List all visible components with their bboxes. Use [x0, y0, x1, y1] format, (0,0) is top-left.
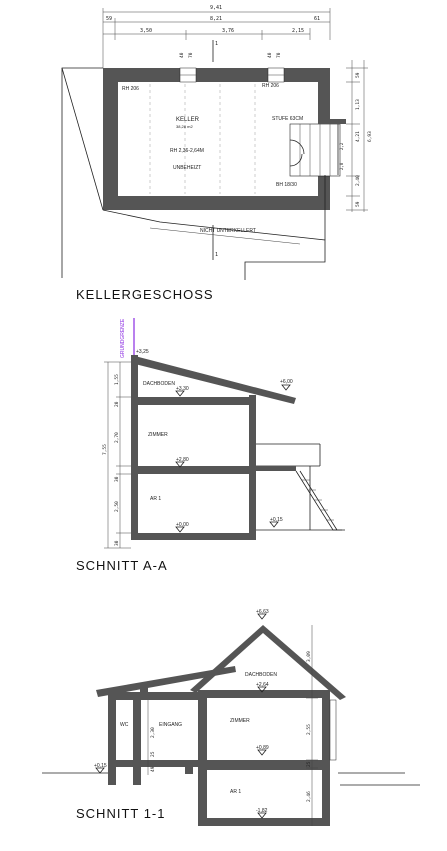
- kellergeschoss-plan: 9,41 59 8,21 61 3,50 3,76 2,15 40 70 40 …: [61, 5, 373, 302]
- dim-11-6: 2,46: [306, 791, 312, 802]
- dim-aa-total: 7,55: [102, 444, 108, 455]
- stair-dim-1: 2,2: [339, 142, 344, 150]
- room-name-keller: KELLER: [176, 117, 200, 123]
- room-height: RH 2,36-2,64M: [170, 148, 204, 154]
- stair-dim-2: 2,8: [339, 162, 344, 170]
- room-heated-note: UNBEHEIZT: [173, 165, 201, 171]
- dim-11-3: 49: [150, 766, 156, 772]
- level-aa-2: +3,30: [176, 386, 189, 392]
- level-aa-6: +0,15: [270, 517, 283, 523]
- dim-11-1: 2,30: [150, 727, 156, 738]
- stair-label: STUFE 63CM: [272, 116, 303, 122]
- dim-11-5: 25: [306, 761, 312, 767]
- level-aa-1: +3,25: [136, 349, 149, 355]
- dim-aa-5: 2,50: [114, 501, 120, 512]
- rh-right-label: RH 206: [262, 83, 279, 89]
- level-aa-3: +6,00: [280, 379, 293, 385]
- room-area: 38,28 m2: [176, 124, 193, 129]
- title-schnitt-11: SCHNITT 1-1: [76, 806, 166, 821]
- section-mark-top: 1: [215, 41, 218, 47]
- dim-right-3: 4,21: [355, 131, 361, 142]
- dim-right-2: 1,13: [355, 99, 361, 110]
- dim-aa-4: 30: [114, 476, 120, 482]
- window-dim-3: 40: [267, 52, 273, 58]
- window-dim-4: 70: [276, 52, 282, 58]
- dim-11-2: 25: [150, 751, 156, 757]
- dim-right-wall: 61: [314, 16, 320, 22]
- room-11-zimmer: ZIMMER: [230, 718, 250, 724]
- dim-left-wall: 59: [106, 16, 112, 22]
- bh-label: BH 18/30: [276, 182, 297, 188]
- room-aa-ar1: AR 1: [150, 496, 161, 502]
- boundary-label: GRUNDGRENZE: [120, 318, 126, 358]
- window-dim-2: 70: [188, 52, 194, 58]
- dim-inner-width: 8,21: [210, 16, 222, 22]
- dim-right-4: 2,40: [355, 175, 361, 186]
- room-11-ar1: AR 1: [230, 789, 241, 795]
- not-basement-label: NICHT UNTERKELLERT: [200, 228, 256, 234]
- title-schnitt-aa: SCHNITT A-A: [76, 558, 168, 573]
- dim-segment-3: 2,15: [292, 28, 304, 34]
- dim-aa-3: 2,70: [114, 432, 120, 443]
- dim-right-5: 59: [355, 201, 361, 207]
- level-11-1: +6,63: [256, 609, 269, 615]
- window-dim-1: 40: [179, 52, 185, 58]
- level-aa-4: +2,80: [176, 457, 189, 463]
- rh-left-label: RH 206: [122, 86, 139, 92]
- dim-right-1: 59: [355, 72, 361, 78]
- room-aa-zimmer: ZIMMER: [148, 432, 168, 438]
- room-aa-dachboden: DACHBODEN: [143, 381, 175, 387]
- level-11-2: +2,64: [256, 682, 269, 688]
- level-11-4: +0,15: [94, 763, 107, 769]
- room-11-eingang: EINGANG: [159, 722, 182, 728]
- dim-segment-2: 3,76: [222, 28, 234, 34]
- dim-total-width: 9,41: [210, 5, 222, 11]
- level-11-5: -1,82: [256, 808, 268, 814]
- section-mark-bottom: 1: [215, 252, 218, 258]
- dim-right-total: 6,93: [367, 131, 373, 142]
- dim-11-4: 2,55: [306, 724, 312, 735]
- title-kellergeschoss: KELLERGESCHOSS: [76, 287, 214, 302]
- dim-aa-2: 20: [114, 401, 120, 407]
- level-11-3: +0,89: [256, 745, 269, 751]
- level-aa-5: +0,00: [176, 522, 189, 528]
- dim-11-7: 3,09: [306, 651, 312, 662]
- room-11-dachboden: DACHBODEN: [245, 672, 277, 678]
- schnitt-aa-section: GRUNDGRENZE +3,25 +3,30 +6,00 +2,80 +0,0…: [76, 318, 345, 573]
- dim-segment-1: 3,50: [140, 28, 152, 34]
- schnitt-11-section: +6,63 +2,64 +0,89 +0,15 -1,82 DACHBODEN …: [42, 609, 420, 826]
- room-11-wc: WC: [120, 722, 129, 728]
- dim-aa-6: 30: [114, 540, 120, 546]
- dim-aa-1: 1,55: [114, 374, 120, 385]
